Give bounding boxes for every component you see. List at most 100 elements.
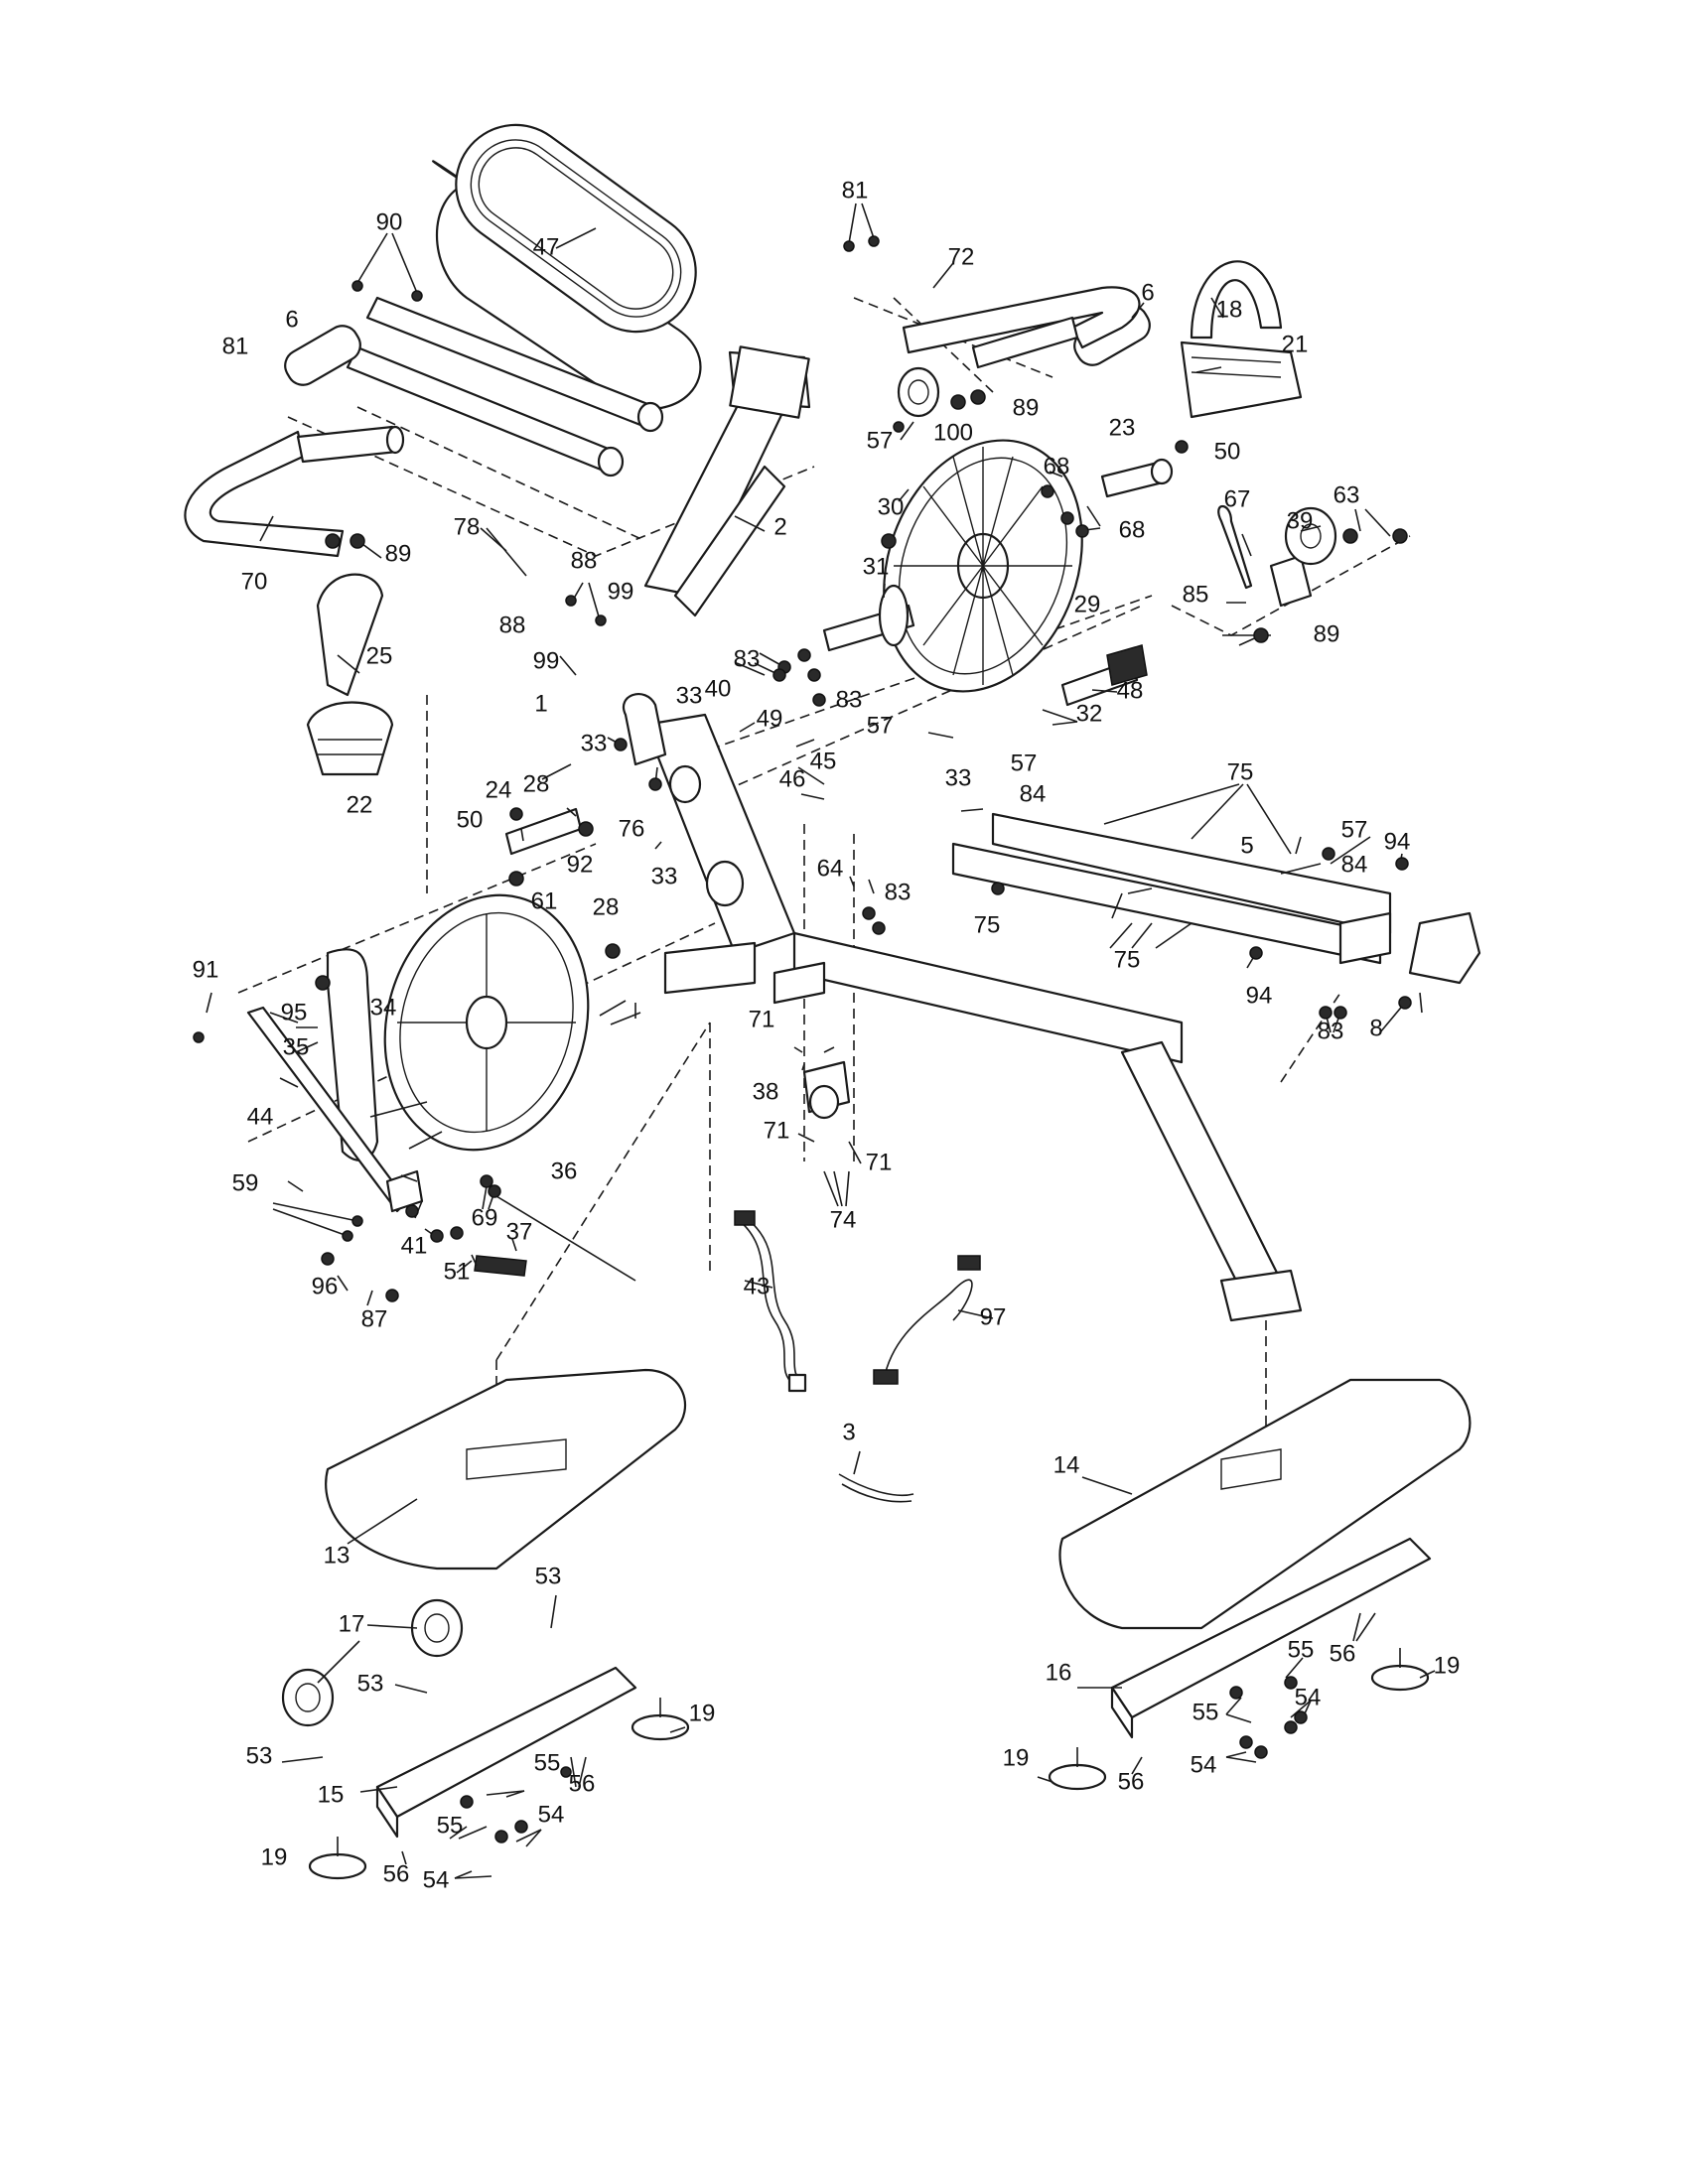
label-83-c: 83 — [1318, 1018, 1344, 1044]
label-48: 48 — [1117, 677, 1144, 704]
label-33-a: 33 — [676, 682, 703, 709]
left-handlebar-70 — [184, 425, 405, 558]
label-3: 3 — [842, 1419, 855, 1445]
label-13: 13 — [324, 1542, 351, 1569]
label-71-b: 71 — [764, 1117, 790, 1144]
label-50-right: 50 — [1214, 438, 1241, 465]
label-50-left: 50 — [457, 806, 484, 833]
label-35: 35 — [283, 1033, 310, 1060]
wire-harness-43 — [734, 1210, 807, 1393]
label-21: 21 — [1282, 331, 1309, 357]
label-75-top: 75 — [1227, 758, 1254, 785]
label-91: 91 — [193, 956, 219, 983]
label-71-a: 71 — [749, 1006, 775, 1032]
label-63: 63 — [1333, 481, 1360, 508]
label-53-c: 53 — [246, 1742, 273, 1769]
flywheel-29 — [883, 439, 1083, 693]
label-89-top: 89 — [1013, 394, 1040, 421]
hardware-fasteners — [193, 235, 1412, 1843]
label-51: 51 — [444, 1258, 471, 1285]
label-68-top: 68 — [1044, 453, 1070, 479]
label-83-b: 83 — [885, 879, 912, 905]
label-19-c: 19 — [1003, 1744, 1030, 1771]
label-68-side: 68 — [1119, 516, 1146, 543]
label-54-c: 54 — [538, 1801, 565, 1828]
label-54-d: 54 — [423, 1866, 450, 1893]
label-19-a: 19 — [1434, 1652, 1461, 1679]
label-49: 49 — [757, 705, 783, 732]
label-28-a: 28 — [523, 770, 550, 797]
wire-harness-97 — [873, 1255, 981, 1385]
label-69: 69 — [472, 1204, 498, 1231]
leveler-19-a — [631, 1698, 690, 1741]
label-88-top: 88 — [571, 547, 598, 574]
label-53-a: 53 — [535, 1563, 562, 1589]
label-28-b: 28 — [593, 893, 620, 920]
label-37: 37 — [506, 1218, 533, 1245]
label-38: 38 — [753, 1078, 779, 1105]
label-57-c: 57 — [1011, 750, 1038, 776]
upright-post-2 — [643, 345, 811, 617]
drive-belt-47 — [432, 123, 702, 411]
label-56-a: 56 — [1330, 1640, 1356, 1667]
label-83-mid: 83 — [836, 686, 863, 713]
bracket-38 — [802, 1060, 851, 1120]
label-36: 36 — [551, 1158, 578, 1184]
label-89-right: 89 — [1314, 620, 1340, 647]
right-cover-14 — [1058, 1378, 1472, 1630]
label-6-left: 6 — [285, 306, 298, 333]
label-32: 32 — [1076, 700, 1103, 727]
left-cover-13 — [325, 1368, 687, 1570]
label-18: 18 — [1216, 296, 1243, 323]
leveler-19-b — [308, 1837, 367, 1880]
label-94-b: 94 — [1246, 982, 1273, 1009]
label-6-right: 6 — [1141, 279, 1154, 306]
magnet-shield-35 — [326, 948, 379, 1161]
label-84-b: 84 — [1341, 851, 1368, 878]
label-94-a: 94 — [1384, 828, 1411, 855]
label-44: 44 — [247, 1103, 274, 1130]
cable-36 — [495, 1195, 636, 1282]
label-88-side: 88 — [499, 612, 526, 638]
label-70: 70 — [241, 568, 268, 595]
crank-arm-23 — [1100, 458, 1174, 498]
label-16: 16 — [1046, 1659, 1072, 1686]
label-57-a: 57 — [867, 427, 894, 454]
label-33-c: 33 — [945, 764, 972, 791]
leveler-19-c — [1370, 1648, 1430, 1692]
label-54-b: 54 — [1191, 1751, 1217, 1778]
resistance-wheel-34 — [383, 893, 590, 1152]
label-71-c: 71 — [866, 1149, 893, 1175]
label-2: 2 — [773, 513, 786, 540]
label-46: 46 — [779, 765, 806, 792]
wheel-17-lower — [281, 1668, 335, 1727]
right-handlebar-72 — [902, 286, 1141, 369]
label-75-left: 75 — [974, 911, 1001, 938]
label-55-d: 55 — [437, 1812, 464, 1839]
label-57-b: 57 — [867, 712, 894, 739]
rear-stabilizer-16 — [1110, 1537, 1432, 1739]
label-78: 78 — [454, 513, 481, 540]
label-74: 74 — [830, 1206, 857, 1233]
label-54-a: 54 — [1295, 1684, 1322, 1710]
label-15: 15 — [318, 1781, 345, 1808]
label-92: 92 — [567, 851, 594, 878]
pedal-strap-25 — [316, 573, 384, 697]
label-40: 40 — [705, 675, 732, 702]
label-87: 87 — [361, 1305, 388, 1332]
left-pedal-22 — [306, 701, 394, 776]
label-90: 90 — [376, 208, 403, 235]
label-67: 67 — [1224, 485, 1251, 512]
axle-48 — [1060, 644, 1148, 707]
label-19-b: 19 — [689, 1700, 716, 1726]
label-45: 45 — [810, 748, 837, 774]
front-stabilizer-15 — [375, 1666, 637, 1839]
label-99-top: 99 — [608, 578, 634, 605]
label-39: 39 — [1287, 507, 1314, 534]
label-56-b: 56 — [569, 1770, 596, 1797]
label-34: 34 — [370, 994, 397, 1021]
label-55-c: 55 — [534, 1749, 561, 1776]
label-97: 97 — [980, 1303, 1007, 1330]
label-22: 22 — [347, 791, 373, 818]
label-56-c: 56 — [1118, 1768, 1145, 1795]
